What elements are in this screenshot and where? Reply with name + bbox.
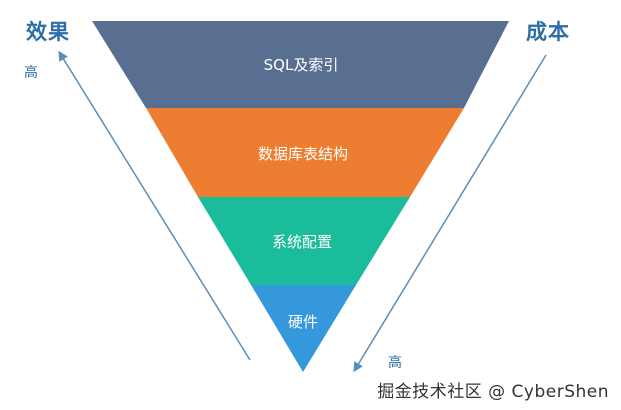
- effect-title: 效果: [26, 20, 70, 44]
- funnel-layer-hardware: [251, 285, 356, 372]
- funnel-layer-system-config: [198, 197, 410, 285]
- cost-arrow: [353, 54, 547, 373]
- watermark-text: 掘金技术社区 @ CyberShen: [377, 382, 609, 402]
- funnel-label-system-config: 系统配置: [272, 233, 332, 251]
- effect-arrow: [58, 50, 251, 361]
- funnel-label-sql-index: SQL及索引: [264, 56, 339, 74]
- funnel-label-hardware: 硬件: [288, 313, 318, 331]
- funnel-layer-table-structure: [146, 108, 464, 197]
- cost-title: 成本: [526, 20, 570, 44]
- effect-high-label: 高: [24, 65, 38, 81]
- cost-high-label: 高: [388, 355, 402, 371]
- funnel-layer-sql-index: [92, 21, 509, 108]
- funnel-label-table-structure: 数据库表结构: [258, 145, 348, 163]
